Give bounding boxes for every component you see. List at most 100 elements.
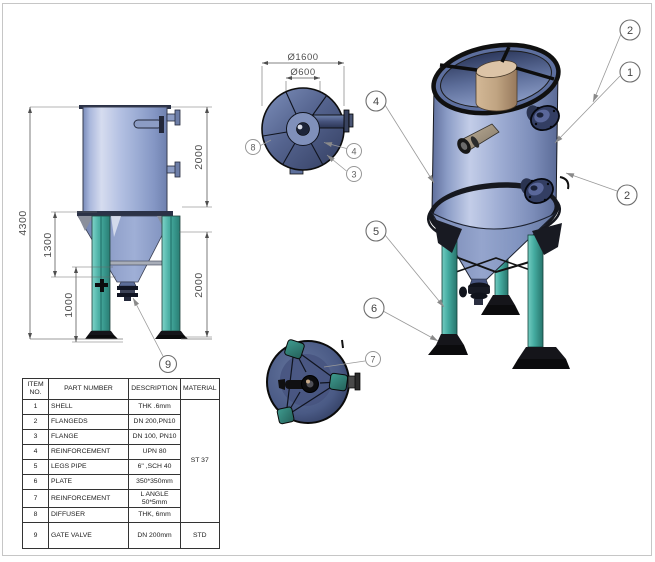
dim-cone-height: 1300 (42, 232, 54, 257)
dimensions-elevation: 4300 1300 1000 2000 2000 (17, 106, 212, 343)
bom-part: REINFORCEMENT (48, 444, 129, 460)
callout-reinforcement-top: 4 (323, 142, 362, 159)
callout-balloon-8 (245, 139, 261, 155)
diffuser-flange-2d (159, 116, 164, 133)
bom-material-group: ST 37 (180, 399, 220, 523)
inner-tube-iso (475, 66, 518, 112)
leg-pad-1 (284, 339, 305, 360)
dim-outer-diameter: Ø1600 (287, 52, 318, 63)
callout-number-5: 5 (373, 226, 379, 238)
leg-pad-2 (276, 406, 295, 425)
callout-flanged-lower: 2 (565, 172, 638, 206)
bom-header-material: MATERIAL (180, 378, 220, 400)
callout-number-6: 6 (371, 303, 377, 315)
callout-angle-reinforcement: 7 (323, 351, 381, 368)
bom-header-desc: DESCRIPTION (128, 378, 181, 400)
bom-item: 9 (22, 522, 49, 549)
bom-item: 7 (22, 489, 49, 508)
bom-material: STD (180, 522, 220, 549)
callout-number-9: 9 (165, 359, 171, 371)
elevation-view: 4300 1300 1000 2000 2000 9 (17, 105, 212, 374)
lower-nozzle-2d (166, 161, 181, 178)
bom-row: 7 REINFORCEMENT L ANGLE 50*5mm (22, 489, 220, 508)
base-plate-back-iso (487, 295, 515, 305)
bom-row: 1 SHELL THK .6mm ST 37 (22, 399, 220, 523)
top-spokes-iso (439, 46, 555, 81)
bom-row: 5 LEGS PIPE 6" ,SCH 40 (22, 459, 220, 475)
brace-iso-1 (455, 256, 537, 274)
callout-balloon-5 (365, 220, 387, 242)
callout-gate-valve: 9 (132, 297, 178, 374)
callout-number-2-upper: 2 (627, 25, 633, 37)
bom-desc: UPN 80 (128, 444, 181, 460)
callout-plate: 6 (363, 297, 439, 342)
callout-number-2-lower: 2 (624, 190, 630, 202)
bom-row: 6 PLATE 350*350mm (22, 474, 220, 490)
callout-balloon-7 (365, 351, 381, 367)
nozzle-tick (341, 339, 344, 349)
bom-header-item: ITEM NO. (22, 378, 49, 400)
diffuser-pipe-2d (133, 119, 163, 129)
bom-part: DIFFUSER (48, 507, 129, 523)
flange-lower-iso (520, 176, 570, 204)
bom-desc: 350*350mm (128, 474, 181, 490)
cone-highlight (111, 216, 121, 237)
bom-desc: THK .6mm (128, 399, 181, 415)
bom-item: 8 (22, 507, 49, 523)
bom-part: LEGS PIPE (48, 459, 129, 475)
callout-number-7: 7 (370, 355, 375, 365)
callout-balloon-6 (363, 297, 385, 319)
dimensions-top-view: Ø1600 Ø600 (261, 52, 345, 110)
bom-desc: THK, 6mm (128, 507, 181, 523)
diffuser-seams (262, 91, 328, 166)
bom-item: 2 (22, 414, 49, 430)
flange-upper-iso (526, 105, 560, 131)
gusset-right-iso (532, 223, 562, 255)
callout-balloon-3 (346, 166, 362, 182)
callout-balloon-4-top (346, 143, 362, 159)
gusset-left-iso (434, 219, 462, 253)
callout-balloon-4-iso (365, 90, 387, 112)
base-plate-left-2d (85, 331, 118, 339)
callout-shell: 1 (554, 61, 641, 144)
gate-valve-iso (459, 278, 490, 305)
bom-desc: DN 200mm (128, 522, 181, 549)
tank-top-view (261, 87, 354, 175)
bom-item: 4 (22, 444, 49, 460)
bom-part: PLATE (48, 474, 129, 490)
bom-header-row: ITEM NO. PART NUMBER DESCRIPTION MATERIA… (22, 378, 220, 400)
dim-shell-height: 2000 (193, 144, 205, 169)
callout-legs-pipe: 5 (365, 220, 445, 308)
bom-part: SHELL (48, 399, 129, 415)
base-plate-right-2d (155, 331, 188, 339)
bottom-lip-2d (77, 211, 173, 216)
dim-outlet-clearance: 1000 (63, 292, 75, 317)
bom-item: 6 (22, 474, 49, 490)
callout-number-4-top: 4 (351, 147, 356, 157)
callout-balloon-9 (158, 354, 178, 374)
bom-part: FLANGEDS (48, 414, 129, 430)
callout-balloon-2-lower (616, 184, 638, 206)
upper-nozzle-2d (166, 109, 181, 126)
bom-item: 3 (22, 429, 49, 445)
bom-desc: DN 200,PN10 (128, 414, 181, 430)
tank-2d (30, 105, 212, 340)
callout-number-1: 1 (627, 67, 633, 79)
callout-flanged-upper: 2 (592, 19, 641, 103)
base-plate-left-iso (428, 334, 468, 355)
callout-number-8: 8 (250, 143, 255, 153)
bom-desc: DN 100, PN10 (128, 429, 181, 445)
tank-bottom-view (266, 339, 361, 425)
bom-row: 3 FLANGE DN 100, PN10 (22, 429, 220, 445)
top-view: Ø1600 Ø600 8 4 (245, 52, 362, 182)
callout-balloon-2-upper (619, 19, 641, 41)
valve-handle-2d (95, 279, 108, 292)
leg-pad-3 (328, 372, 349, 392)
callout-reinforcement-iso: 4 (365, 90, 435, 184)
bom-part: FLANGE (48, 429, 129, 445)
gate-valve-2d (117, 281, 138, 301)
callout-number-3: 3 (351, 170, 356, 180)
callout-number-4-iso: 4 (373, 96, 379, 108)
tank-isometric (426, 42, 570, 369)
